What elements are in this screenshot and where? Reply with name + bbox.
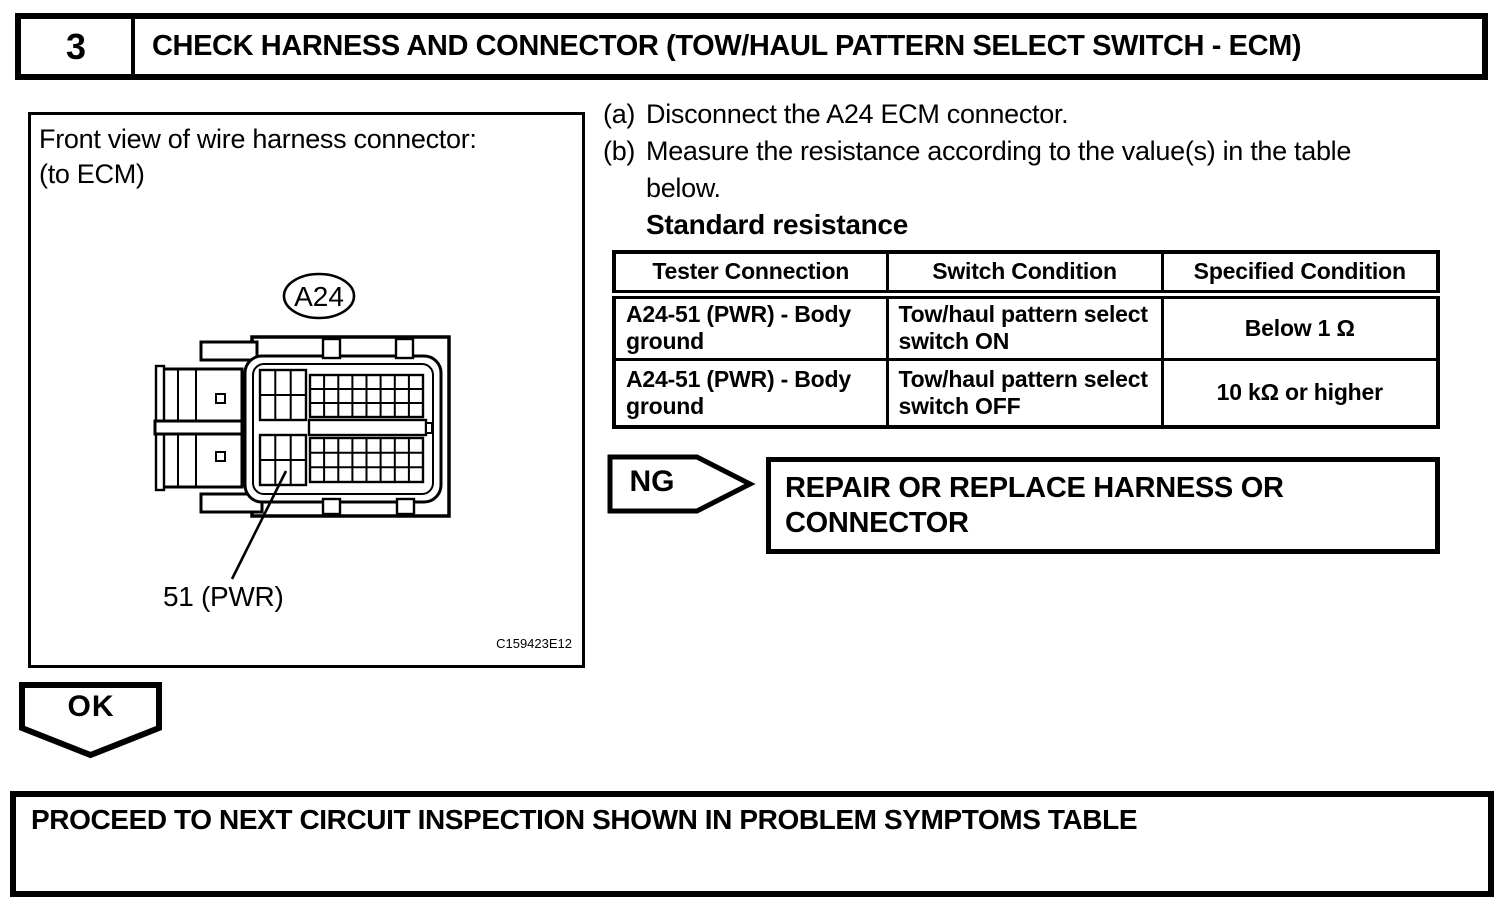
step-title: CHECK HARNESS AND CONNECTOR (TOW/HAUL PA… (152, 30, 1302, 62)
connector-id-text: A24 (294, 281, 344, 312)
footer-action-text: PROCEED TO NEXT CIRCUIT INSPECTION SHOWN… (31, 804, 1138, 835)
pin-leader-line (230, 470, 288, 580)
tab-top-2 (394, 337, 415, 360)
table-row: A24-51 (PWR) - Body ground Tow/haul patt… (612, 357, 1440, 429)
left-pin-top (215, 393, 226, 404)
tester-connection-cell: A24-51 (PWR) - Body ground (612, 357, 889, 429)
ng-label: NG (629, 465, 675, 498)
figure-code: C159423E12 (496, 636, 572, 651)
step-a-marker: (a) (603, 99, 636, 129)
tab-bottom-2 (395, 497, 416, 516)
step-a-text: Disconnect the A24 ECM connector. (646, 99, 1069, 129)
ng-action-box: REPAIR OR REPLACE HARNESS OR CONNECTOR (766, 457, 1440, 554)
ng-arrow-shape (607, 454, 756, 514)
switch-condition-cell: Tow/haul pattern select switch OFF (885, 357, 1164, 429)
step-number: 3 (65, 25, 87, 67)
left-block-dividers (177, 369, 197, 487)
key-bar-notch (425, 422, 433, 434)
pin-label: 51 (PWR) (163, 581, 284, 612)
left-pin-bottom (215, 451, 226, 462)
tester-connection-cell: A24-51 (PWR) - Body ground (612, 292, 889, 361)
tab-bottom-1 (321, 497, 342, 516)
table-header-row: Tester Connection Switch Condition Speci… (612, 250, 1440, 299)
diagram-caption-line2: (to ECM) (39, 159, 145, 189)
column-header-switch-condition: Switch Condition (885, 250, 1164, 299)
key-bar (307, 418, 428, 437)
procedure-step-a: (a) Disconnect the A24 ECM connector. (603, 96, 1443, 133)
standard-resistance-heading: Standard resistance (646, 209, 908, 240)
diagram-panel: A24 (28, 112, 585, 668)
switch-condition-cell: Tow/haul pattern select switch ON (885, 292, 1164, 361)
step-title-cell: CHECK HARNESS AND CONNECTOR (TOW/HAUL PA… (135, 19, 1482, 74)
procedure-steps: (a) Disconnect the A24 ECM connector. (b… (603, 96, 1443, 243)
step-b-text: Measure the resistance according to the … (646, 136, 1352, 203)
diagram-caption: Front view of wire harness connector: (t… (39, 122, 477, 192)
resistance-table: Tester Connection Switch Condition Speci… (612, 250, 1440, 429)
specified-condition-cell: Below 1 Ω (1160, 292, 1440, 361)
specified-condition-cell: 10 kΩ or higher (1160, 357, 1440, 429)
table-row: A24-51 (PWR) - Body ground Tow/haul patt… (612, 292, 1440, 361)
step-number-cell: 3 (21, 19, 135, 74)
connector-diagram: A24 (153, 272, 451, 580)
connector-top-flange (199, 340, 259, 362)
footer-action-box: PROCEED TO NEXT CIRCUIT INSPECTION SHOWN… (10, 791, 1494, 897)
column-header-tester-connection: Tester Connection (612, 250, 889, 299)
step-b-marker: (b) (603, 136, 636, 166)
left-block-band (153, 419, 244, 436)
connector-id-oval (282, 272, 356, 320)
ng-action-text: REPAIR OR REPLACE HARNESS OR CONNECTOR (785, 472, 1284, 539)
ok-label: OK (67, 690, 115, 723)
column-header-specified-condition: Specified Condition (1160, 250, 1440, 299)
step-header: 3 CHECK HARNESS AND CONNECTOR (TOW/HAUL … (15, 13, 1488, 80)
diagram-caption-line1: Front view of wire harness connector: (39, 124, 477, 154)
ok-arrow-shape (19, 682, 162, 759)
tab-top-1 (321, 337, 342, 360)
procedure-step-b: (b) Measure the resistance according to … (603, 133, 1443, 207)
